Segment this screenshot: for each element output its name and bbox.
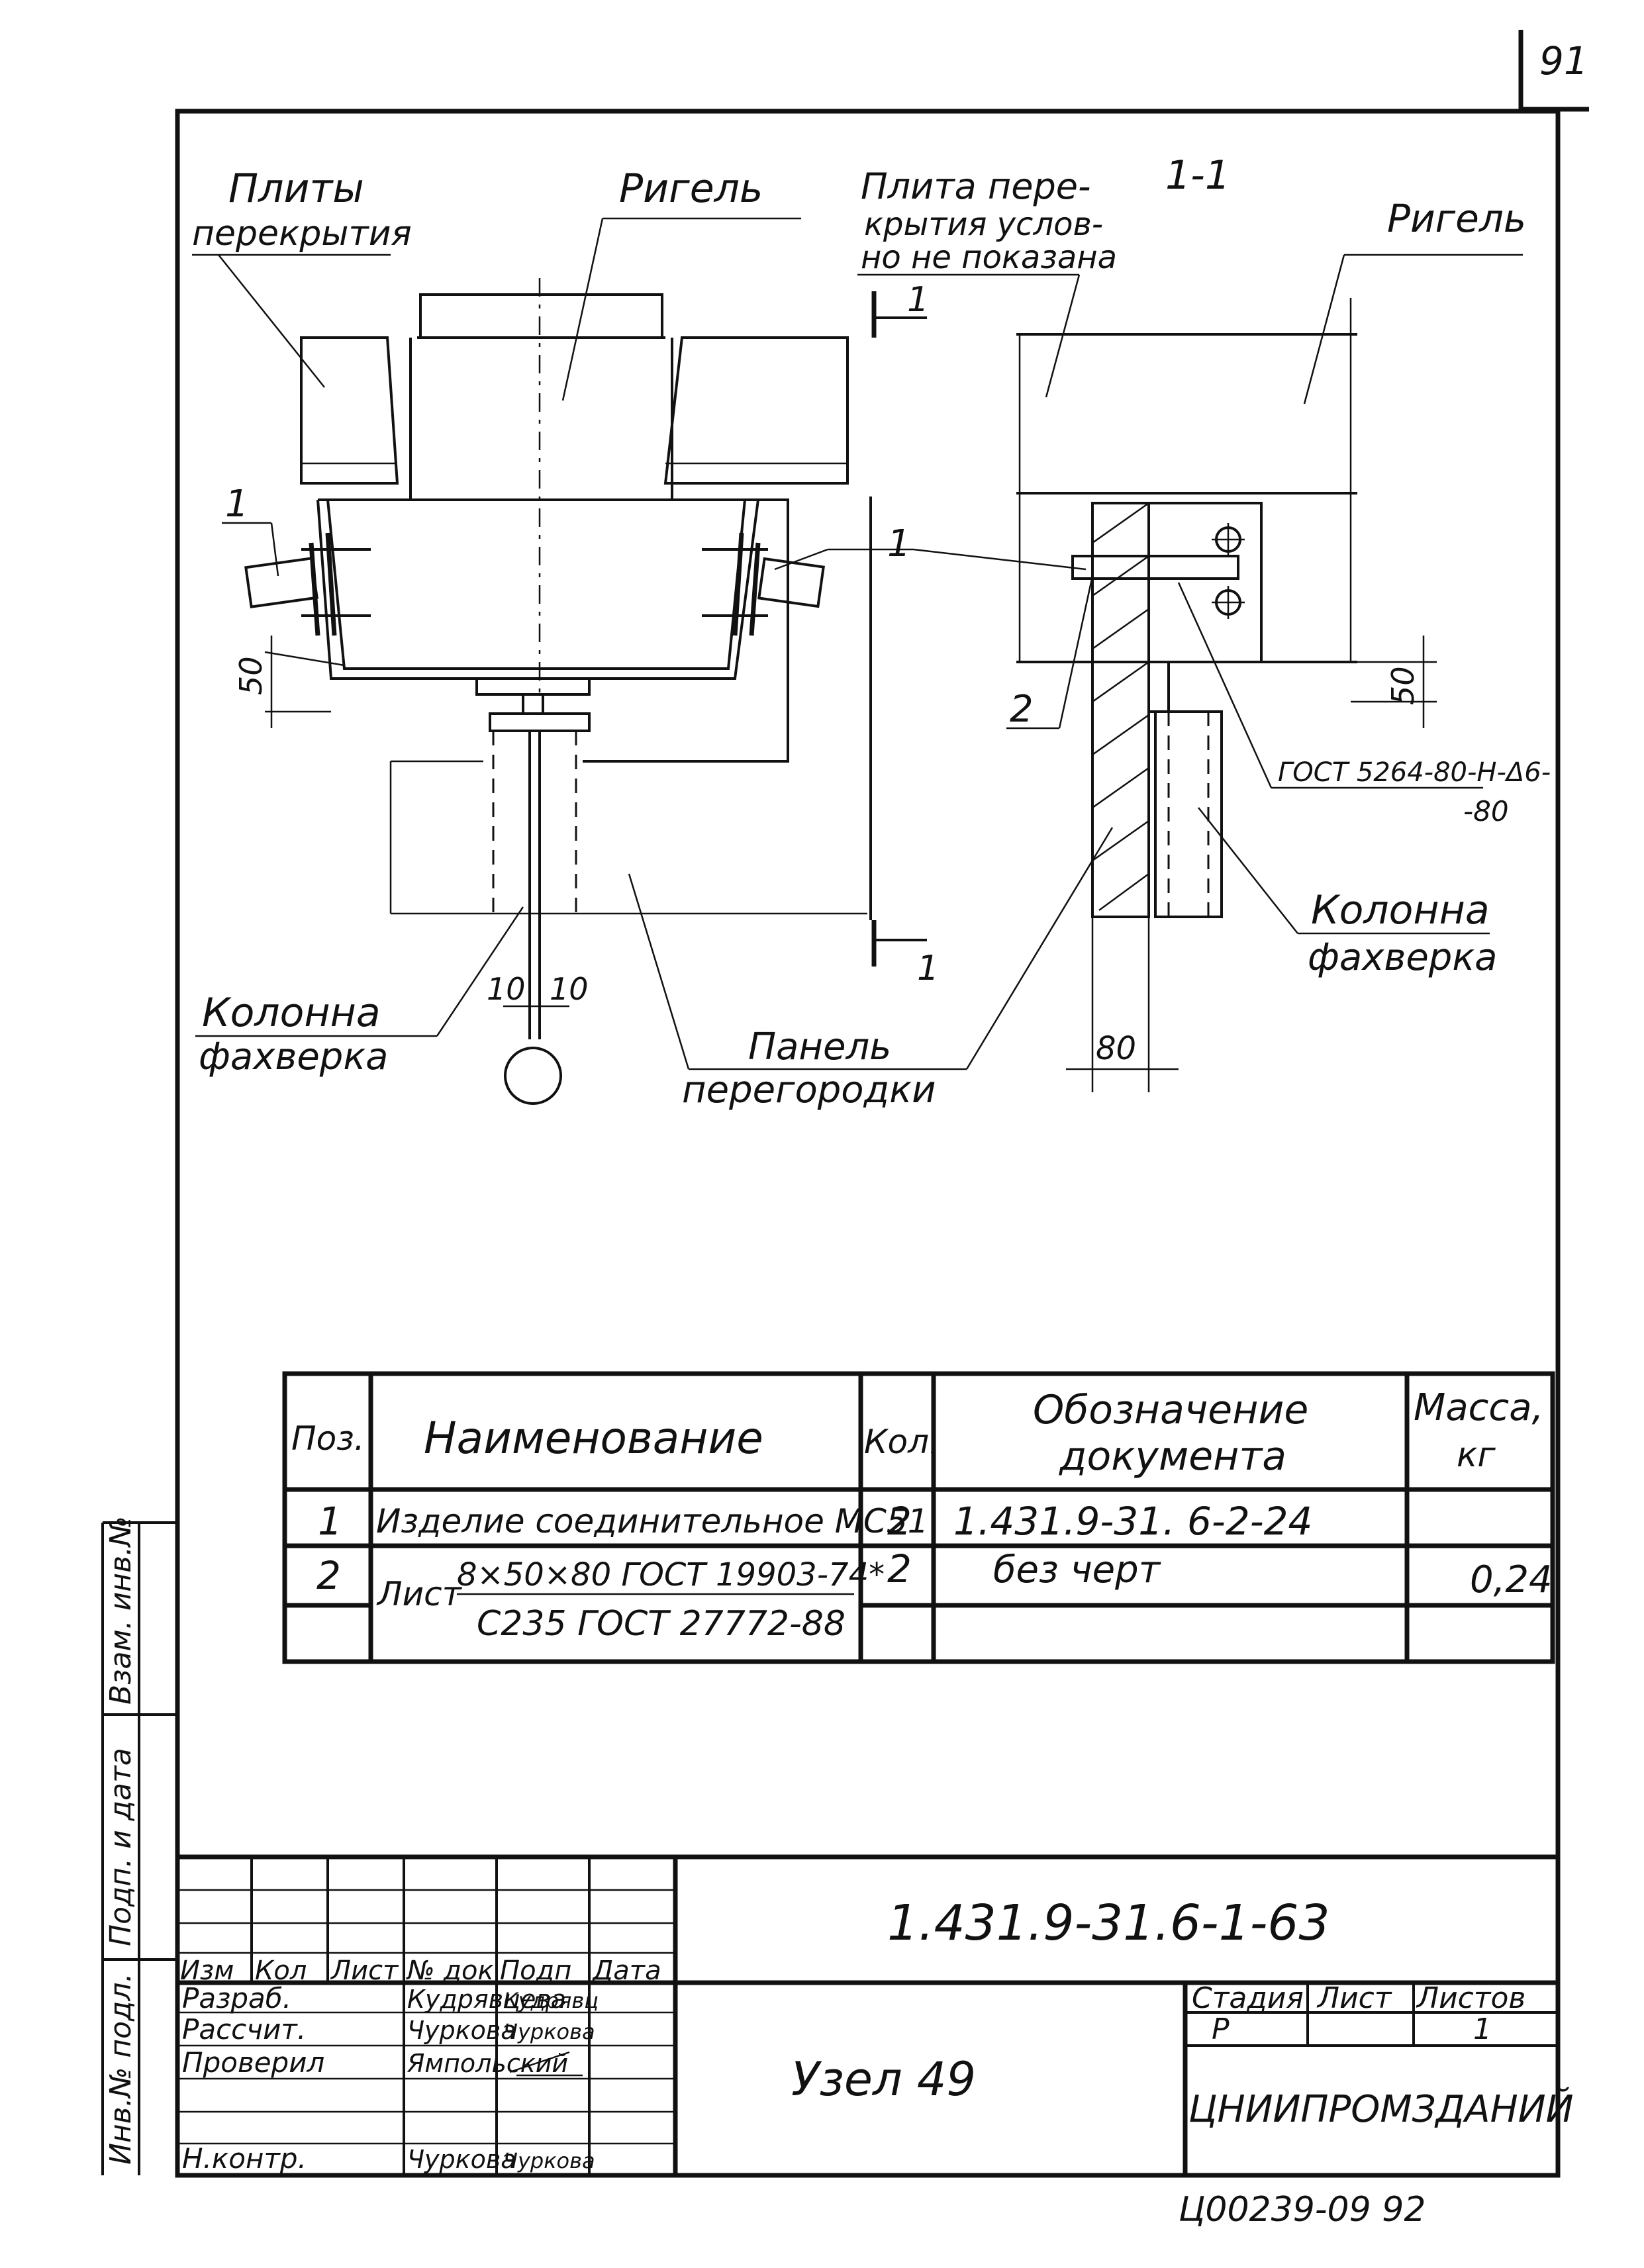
label-column-left-2: фахверка (199, 1035, 388, 1078)
th-mass-2: кг (1457, 1435, 1496, 1475)
stamp-sign-date: Подп. и дата (104, 1748, 138, 1946)
left-view: 50 10 10 1 1 (233, 278, 939, 1105)
tb-sign-2: Чуркова (503, 2019, 595, 2044)
dim-50-left: 50 (233, 656, 269, 695)
label-weld-2: -80 (1463, 795, 1509, 827)
slab-left (300, 336, 399, 485)
column-axis-marker (504, 1047, 562, 1105)
label-slab-note-1: Плита пере- (861, 165, 1090, 207)
tb-stage: Р (1212, 2012, 1230, 2046)
row2-pos: 2 (316, 1553, 341, 1598)
label-slab-note-3: но не показана (861, 239, 1117, 276)
label-slabs-1: Плиты (228, 165, 364, 212)
row1-name: Изделие соединительное МС51 (376, 1502, 928, 1540)
tb-sign-1: Кудрявц (503, 1988, 599, 2013)
dim-10-left: 10 (487, 971, 526, 1007)
label-panel-2: перегородки (682, 1068, 936, 1111)
tb-sheets-h: Листов (1416, 1981, 1525, 2015)
row1-pos: 1 (318, 1499, 342, 1544)
tb-sheet-h: Лист (1316, 1981, 1392, 2015)
tb-name-4: Чуркова (407, 2145, 516, 2174)
label-beam-right: Ригель (1387, 196, 1526, 241)
stamp-replace-inv: Взам. инв.№ (104, 1516, 138, 1705)
section-mark-bottom: 1 (917, 949, 939, 988)
pos-2: 2 (1010, 688, 1034, 731)
tb-col-list: Лист (330, 1956, 399, 1986)
right-labels: Плита пере- крытия услов- но не показана… (774, 165, 1551, 1070)
label-column-right-1: Колонна (1311, 887, 1490, 933)
section-mark-top: 1 (907, 280, 929, 320)
label-panel-1: Панель (748, 1025, 891, 1068)
pos-1-left: 1 (225, 483, 249, 526)
row2-doc: без черт (993, 1548, 1161, 1591)
dim-80: 80 (1096, 1030, 1136, 1067)
tb-col-sign: Подп (500, 1956, 571, 1986)
archive-code: Ц00239-09 92 (1179, 2190, 1426, 2230)
left-labels: Плиты перекрытия Ригель 1 Колонна фахвер… (192, 165, 967, 1111)
section-label: 1-1 (1165, 152, 1230, 199)
right-view: 1-1 (1016, 152, 1437, 1092)
beam-left (326, 499, 746, 670)
label-column-left-1: Колонна (202, 990, 381, 1036)
row2-mass: 0,24 (1470, 1558, 1553, 1601)
tb-organization: ЦНИИПРОМЗДАНИЙ (1188, 2088, 1574, 2131)
label-beam-left: Ригель (619, 165, 763, 212)
th-pos: Поз. (291, 1419, 365, 1458)
row1-qty: 2 (887, 1499, 912, 1544)
th-name: Наименование (424, 1413, 763, 1464)
tb-stage-h: Стадия (1192, 1981, 1304, 2015)
tb-name-3: Ямпольский (407, 2049, 568, 2078)
tb-col-izm: Изм (180, 1956, 234, 1986)
spec-table: Поз. Наименование Кол. Обозначение докум… (282, 1371, 1555, 1664)
page-number: 91 (1539, 38, 1588, 83)
row1-doc: 1.431.9-31. 6-2-24 (953, 1499, 1312, 1544)
tb-role-1: Разраб. (182, 1982, 291, 2014)
th-doc-1: Обозначение (1033, 1387, 1308, 1433)
tb-sheets: 1 (1473, 2012, 1492, 2046)
row2-name-top: 8×50×80 ГОСТ 19903-74* (457, 1556, 885, 1593)
side-stamp: Инв.№ подл. Подп. и дата Взам. инв.№ (101, 1516, 177, 2175)
tb-name-2: Чуркова (407, 2016, 516, 2045)
tb-col-kol: Кол (255, 1956, 307, 1986)
tb-col-date: Дата (591, 1956, 661, 1986)
slab-right (663, 336, 849, 485)
label-slab-note-2: крытия услов- (864, 206, 1103, 243)
label-column-right-2: фахверка (1308, 936, 1497, 979)
sheet-frame (175, 109, 1561, 2178)
th-mass-1: Масса, (1414, 1386, 1543, 1429)
th-qty: Кол. (864, 1423, 940, 1461)
tb-designation: 1.431.9-31.6-1-63 (887, 1895, 1330, 1952)
th-doc-2: документа (1059, 1433, 1286, 1480)
row2-qty: 2 (887, 1546, 912, 1591)
tb-col-doc: № док (406, 1956, 494, 1986)
row2-name-prefix: Лист (376, 1575, 463, 1613)
label-slabs-2: перекрытия (192, 214, 412, 254)
row2-name-bottom: С235 ГОСТ 27772-88 (477, 1604, 846, 1644)
tb-role-4: Н.контр. (182, 2142, 307, 2175)
tb-sign-4: Чуркова (503, 2148, 595, 2173)
column-fakhverk-right (1154, 710, 1223, 918)
tb-role-3: Проверил (182, 2046, 324, 2079)
stamp-inv-no: Инв.№ подл. (104, 1973, 138, 2165)
tb-role-2: Рассчит. (182, 2013, 306, 2046)
dim-10-right: 10 (550, 971, 589, 1007)
title-block: 1.431.9-31.6-1-63 Узел 49 Изм Кол Лист №… (177, 1854, 1574, 2175)
tb-sign-3-scribble (509, 2051, 583, 2077)
tb-name-1: Кудрявцева (407, 1985, 566, 2014)
dim-50-right: 50 (1385, 666, 1421, 705)
tb-title: Узел 49 (791, 2052, 976, 2106)
pos-1-right: 1 (887, 522, 911, 565)
label-weld-1: ГОСТ 5264-80-Н-Δ6- (1278, 757, 1551, 788)
